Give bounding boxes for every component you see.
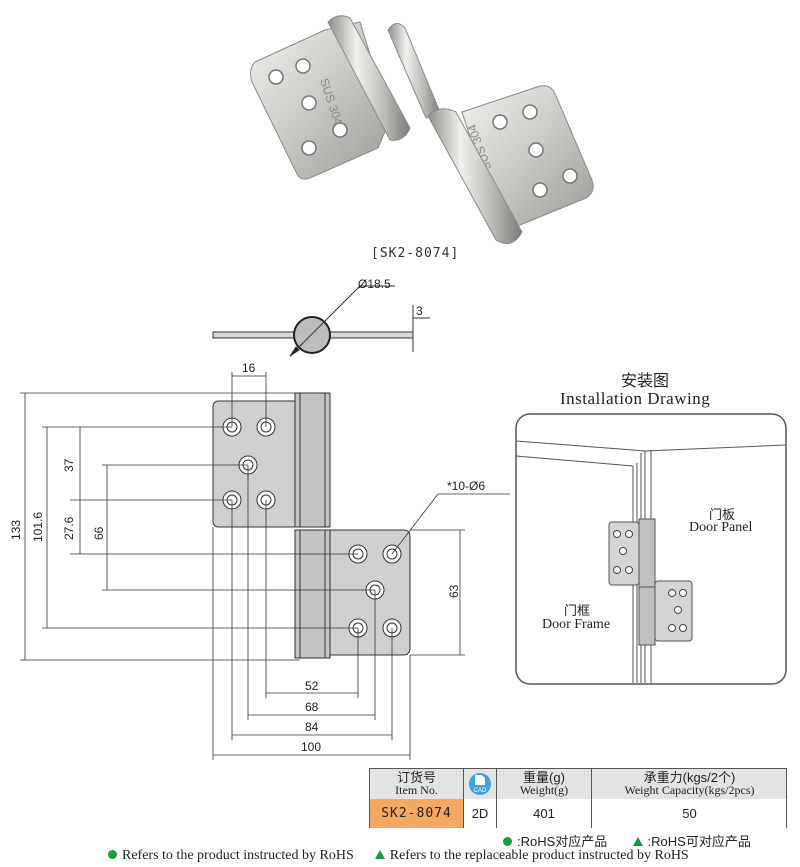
installation-title-cn: 安装图 [621, 373, 670, 390]
rohs-dot-icon [503, 837, 512, 846]
dim-27-6: 27.6 [62, 516, 76, 540]
cad-label: CAD [474, 788, 487, 794]
rohs-dot-icon-en [108, 850, 117, 859]
legend-en: Refers to the product instructed by RoHS… [108, 848, 689, 864]
dim-66: 66 [92, 526, 106, 540]
cell-cad[interactable]: 2D [464, 799, 497, 828]
spec-table: 订货号 Item No. CAD 重量(g) Weight(g) 承重力(kgs… [369, 768, 787, 828]
dim-thickness: 3 [416, 304, 423, 318]
technical-drawing: Ø18.5 3 16 133 101.6 37 27.6 66 63 *10-Ø… [9, 277, 510, 760]
hinge-pin [387, 23, 441, 119]
install-hinge-lower [638, 580, 693, 646]
replaceable-triangle-icon [632, 837, 643, 846]
cell-capacity: 50 [682, 806, 697, 821]
table-header-row: 订货号 Item No. CAD 重量(g) Weight(g) 承重力(kgs… [370, 769, 786, 800]
right-hinge-leaf: SUS 304 [427, 85, 594, 245]
door-frame-cn: 门框 [564, 603, 591, 618]
dim-133: 133 [9, 520, 23, 540]
header-cad: CAD [464, 769, 497, 799]
dim-37: 37 [62, 458, 76, 472]
door-panel-cn: 门板 [709, 507, 736, 522]
product-caption: [SK2-8074] [371, 246, 460, 261]
cell-item-no: SK2-8074 [370, 799, 464, 828]
replaceable-triangle-icon-en [374, 850, 385, 859]
header-weight: 重量(g) Weight(g) [497, 769, 592, 799]
header-capacity: 承重力(kgs/2个) Weight Capacity(kgs/2pcs) [624, 770, 755, 797]
dimension-lines [20, 372, 510, 760]
dim-63: 63 [447, 584, 461, 598]
dim-100: 100 [301, 740, 321, 754]
product-photo: SUS 304 SUS 304 [250, 15, 594, 245]
cad-icon: CAD [469, 773, 491, 795]
dim-68: 68 [305, 700, 319, 714]
cell-weight: 401 [497, 799, 592, 828]
dim-52: 52 [305, 679, 319, 693]
dim-hole-callout: *10-Ø6 [447, 479, 485, 493]
dim-101-6: 101.6 [31, 512, 45, 542]
dim-pin-diameter: Ø18.5 [358, 277, 391, 291]
installation-drawing [515, 413, 787, 685]
dim-16: 16 [242, 361, 256, 375]
header-item-no: 订货号 Item No. [370, 769, 464, 799]
top-view [212, 285, 430, 357]
door-panel-en: Door Panel [689, 520, 753, 535]
table-row: SK2-8074 2D 401 50 [370, 799, 786, 828]
install-hinge-upper [608, 518, 656, 588]
front-view [212, 392, 411, 659]
left-hinge-leaf: SUS 304 [250, 15, 411, 180]
dim-84: 84 [305, 720, 319, 734]
door-frame-en: Door Frame [542, 617, 611, 632]
legend-cn: :RoHS对应产品 :RoHS可对应产品 [503, 831, 751, 850]
installation-title-en: Installation Drawing [560, 389, 711, 408]
